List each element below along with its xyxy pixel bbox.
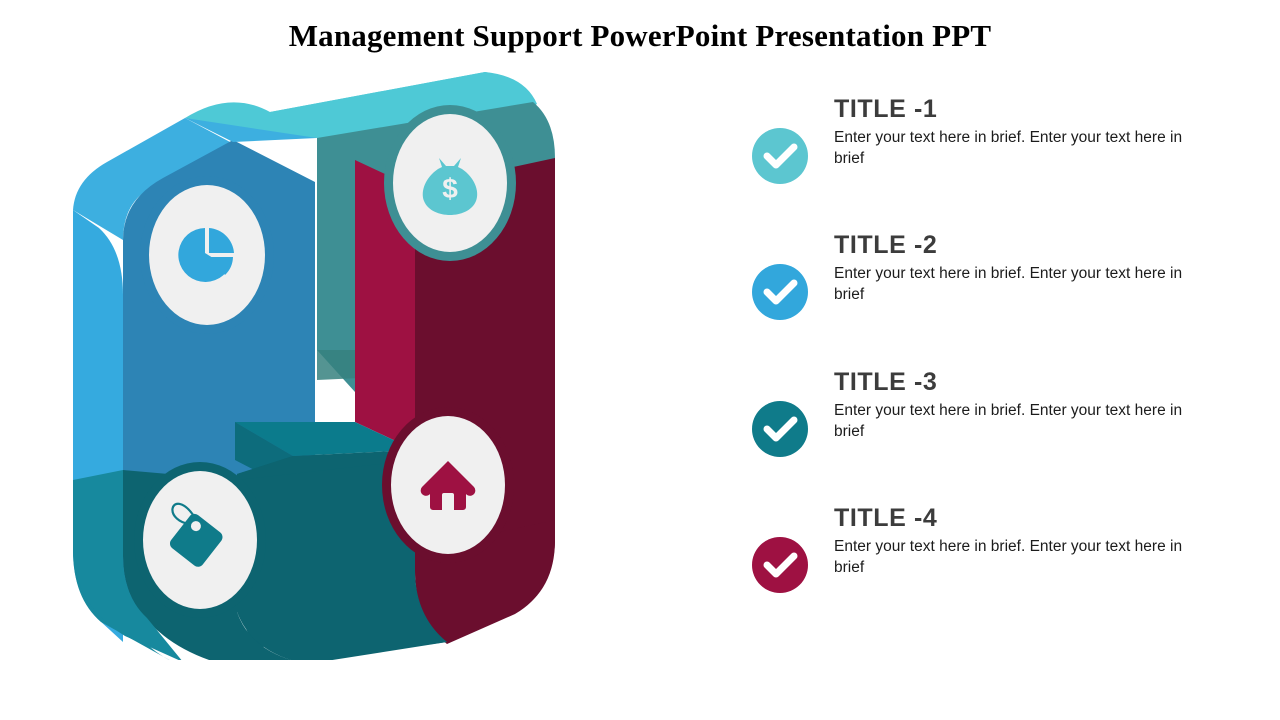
check-badge-4[interactable] xyxy=(752,537,808,593)
badge-circle xyxy=(752,401,808,457)
check-badge-1[interactable] xyxy=(752,128,808,184)
check-icon xyxy=(763,279,798,305)
list-item: TITLE -1 Enter your text here in brief. … xyxy=(748,96,1218,188)
check-icon xyxy=(763,416,798,442)
check-badge-3[interactable] xyxy=(752,401,808,457)
item-title: TITLE -3 xyxy=(834,368,938,396)
item-description: Enter your text here in brief. Enter you… xyxy=(834,129,1183,168)
item-text-block: TITLE -3 Enter your text here in brief. … xyxy=(834,369,1204,443)
item-title: TITLE -4 xyxy=(834,504,938,532)
bullet-items-list: TITLE -1 Enter your text here in brief. … xyxy=(748,96,1218,616)
diagram-node-price-tag[interactable] xyxy=(134,462,266,618)
diagram-node-home[interactable] xyxy=(382,407,514,563)
item-description: Enter your text here in brief. Enter you… xyxy=(834,538,1183,577)
svg-text:$: $ xyxy=(442,173,458,204)
item-title: TITLE -1 xyxy=(834,95,938,123)
check-icon xyxy=(763,143,798,169)
check-badge-2[interactable] xyxy=(752,264,808,320)
item-text-block: TITLE -4 Enter your text here in brief. … xyxy=(834,505,1204,579)
item-text-block: TITLE -2 Enter your text here in brief. … xyxy=(834,232,1204,306)
badge-circle xyxy=(752,537,808,593)
item-text-block: TITLE -1 Enter your text here in brief. … xyxy=(834,96,1204,170)
item-description: Enter your text here in brief. Enter you… xyxy=(834,265,1183,304)
price-tag-icon xyxy=(169,502,223,567)
check-icon xyxy=(763,552,798,578)
item-description: Enter your text here in brief. Enter you… xyxy=(834,402,1183,441)
pie-chart-icon xyxy=(178,228,234,282)
list-item: TITLE -4 Enter your text here in brief. … xyxy=(748,505,1218,597)
list-item: TITLE -3 Enter your text here in brief. … xyxy=(748,369,1218,461)
page-title: Management Support PowerPoint Presentati… xyxy=(288,18,992,53)
money-bag-icon: $ xyxy=(422,158,478,215)
item-title: TITLE -2 xyxy=(834,231,938,259)
list-item: TITLE -2 Enter your text here in brief. … xyxy=(748,232,1218,324)
badge-circle xyxy=(752,264,808,320)
diagram-node-pie-chart[interactable] xyxy=(140,176,274,334)
badge-circle xyxy=(752,128,808,184)
home-icon xyxy=(420,461,476,510)
isometric-infographic: $ xyxy=(55,50,575,660)
diagram-node-money-bag[interactable]: $ xyxy=(384,105,516,261)
